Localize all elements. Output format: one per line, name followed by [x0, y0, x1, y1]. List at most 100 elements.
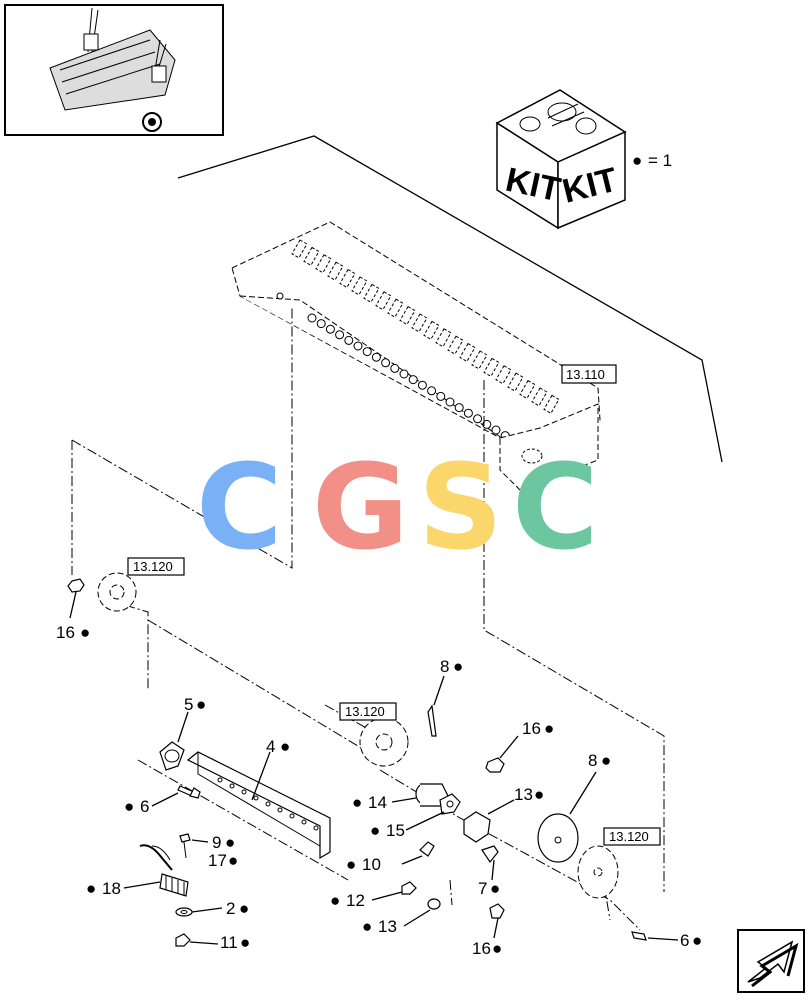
callout-4-bullet: ● — [280, 737, 290, 756]
callout-16-left[interactable]: 16 — [56, 623, 75, 642]
machine-thumbnail[interactable] — [4, 4, 224, 136]
callout-8-plate[interactable]: 8 — [588, 751, 597, 770]
callout-5[interactable]: 5 — [184, 695, 193, 714]
ref-13120-right-label[interactable]: 13.120 — [609, 829, 649, 844]
ref-13110-label[interactable]: 13.110 — [566, 367, 605, 382]
bar-hole — [289, 813, 295, 819]
tine-slot — [445, 397, 455, 407]
callout-10-bullet: ● — [346, 855, 356, 874]
watermark-s: S — [418, 438, 503, 576]
bracket-13 — [463, 799, 515, 843]
next-page-button[interactable] — [737, 929, 805, 993]
callout-8-plate-bullet: ● — [601, 751, 611, 770]
callout-18-bullet: ● — [86, 879, 96, 898]
callout-6-left[interactable]: 6 — [140, 797, 149, 816]
ref-box-13120-right[interactable] — [603, 827, 661, 846]
exploded-view-frame — [177, 135, 723, 463]
bar-hole — [265, 801, 271, 807]
callout-9[interactable]: 9 — [212, 833, 221, 852]
tine — [339, 268, 356, 289]
bolt-9 — [179, 833, 209, 859]
bar-hole — [217, 777, 223, 783]
ref-box-13120-middle[interactable] — [339, 702, 397, 721]
watermark-g: G — [312, 438, 409, 576]
callout-15-bullet: ● — [370, 821, 380, 840]
bar-hole — [241, 789, 247, 795]
tine-slot — [399, 369, 409, 379]
callout-2[interactable]: 2 — [226, 899, 235, 918]
bar-hole-row — [217, 777, 319, 831]
callout-7[interactable]: 7 — [478, 879, 487, 898]
callout-8-top-bullet: ● — [453, 657, 463, 676]
callout-5-bullet: ● — [196, 695, 206, 714]
callout-16-mid[interactable]: 16 — [522, 719, 541, 738]
callout-13-bottom-bullet: ● — [362, 917, 372, 936]
ref-13120-middle-label[interactable]: 13.120 — [345, 704, 385, 719]
callout-13-bottom[interactable]: 13 — [378, 917, 397, 936]
tine-slot — [473, 414, 483, 424]
tine-slot — [362, 347, 372, 357]
callout-16-left-bullet: ● — [80, 623, 90, 642]
tine-slot — [344, 335, 354, 345]
callout-8-top[interactable]: 8 — [440, 657, 449, 676]
ref-box-13110[interactable] — [561, 364, 617, 384]
tine — [363, 283, 380, 303]
ref-box-13120-left[interactable] — [127, 557, 185, 576]
callout-17[interactable]: 17 — [208, 851, 227, 870]
tine — [543, 394, 560, 414]
flange-15 — [405, 793, 461, 831]
tine-slot — [335, 330, 345, 340]
machine-thumbnail-icon — [49, 7, 176, 132]
nut-16-middle — [485, 735, 519, 773]
tine — [387, 298, 404, 318]
tine-slot — [307, 313, 317, 323]
nut-12 — [371, 881, 417, 901]
callout-10[interactable]: 10 — [362, 855, 381, 874]
callout-13-top[interactable]: 13 — [514, 785, 533, 804]
tine-slot — [390, 363, 400, 373]
tine-slot — [482, 419, 492, 429]
tine-slot — [454, 403, 464, 413]
callout-14[interactable]: 14 — [368, 793, 387, 812]
tine — [459, 342, 476, 363]
callout-6-right-bullet: ● — [692, 931, 702, 950]
callout-4[interactable]: 4 — [266, 737, 275, 756]
tine-slot — [417, 380, 427, 390]
callout-15[interactable]: 15 — [386, 821, 405, 840]
tine — [291, 239, 308, 259]
tine-slot — [325, 324, 335, 334]
bolt-6-left — [151, 785, 201, 807]
tine — [399, 305, 416, 326]
nut-16-bottom — [489, 903, 505, 939]
callout-2-bullet: ● — [239, 899, 249, 918]
nut-11 — [175, 933, 219, 947]
kit-box: KIT KIT — [495, 89, 627, 230]
disc-plate-8 — [537, 771, 597, 863]
tine — [519, 379, 536, 400]
sprocket-left — [97, 572, 137, 612]
sprocket-middle — [359, 717, 409, 767]
bar-hole — [229, 783, 235, 789]
callout-13-top-bullet: ● — [534, 785, 544, 804]
tine-slot — [463, 408, 473, 418]
callout-16-bottom[interactable]: 16 — [472, 939, 491, 958]
watermark-c2: C — [512, 438, 599, 576]
tine-slot — [371, 352, 381, 362]
tine-slot — [408, 375, 418, 385]
ref-13120-left-label[interactable]: 13.120 — [133, 559, 173, 574]
callout-12[interactable]: 12 — [346, 891, 365, 910]
pickup-drum-assembly — [231, 221, 601, 491]
callout-11[interactable]: 11 — [220, 933, 238, 952]
callout-16-mid-bullet: ● — [544, 719, 554, 738]
callout-18[interactable]: 18 — [102, 879, 121, 898]
bushing-14 — [391, 783, 449, 807]
callout-6-right[interactable]: 6 — [680, 931, 689, 950]
tine — [483, 357, 500, 377]
legend-text: = 1 — [648, 151, 672, 170]
tine-slot — [381, 358, 391, 368]
tine — [435, 328, 452, 348]
watermark-c1: C — [196, 438, 283, 576]
pin-7 — [481, 845, 499, 881]
tine — [327, 261, 344, 281]
